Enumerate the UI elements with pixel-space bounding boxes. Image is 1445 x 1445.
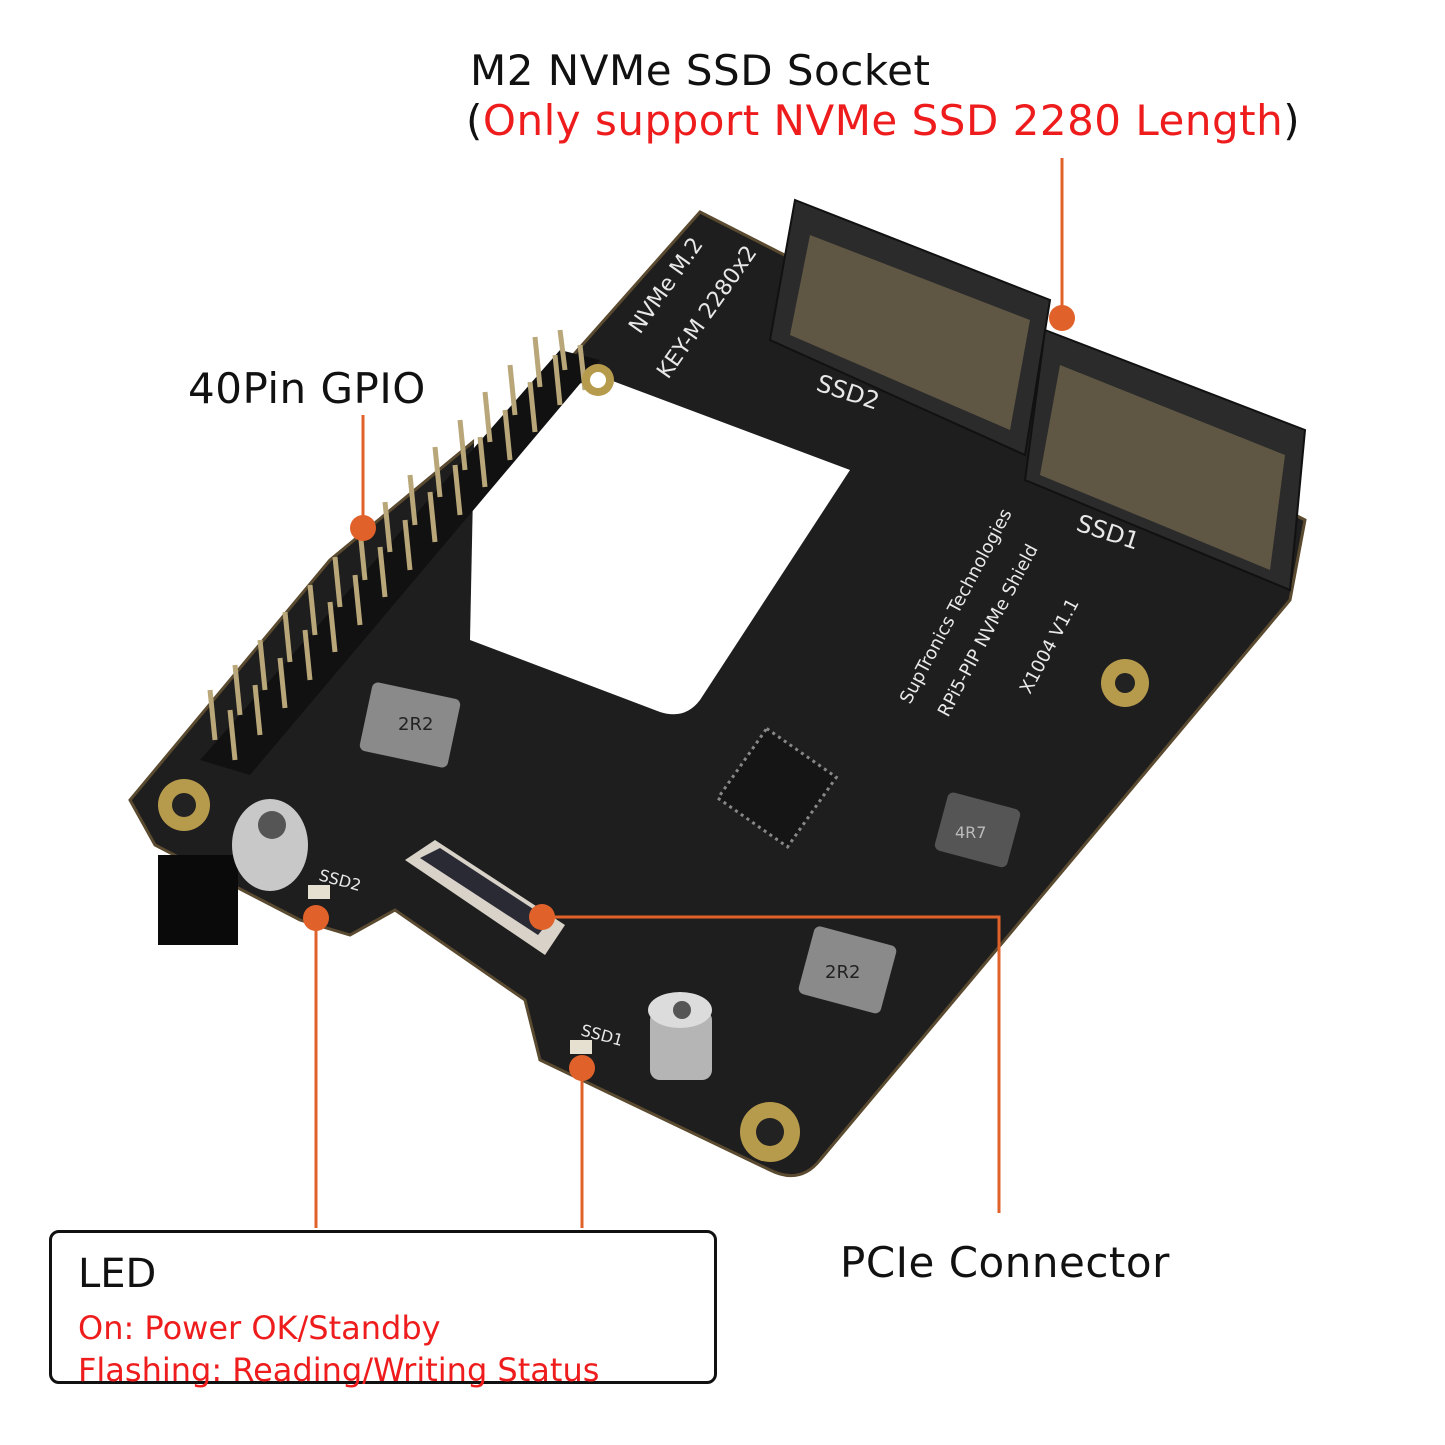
led-title: LED bbox=[78, 1251, 157, 1297]
led-flashing-status: Flashing: Reading/Writing Status bbox=[78, 1351, 600, 1389]
inductor-2r2-a: 2R2 bbox=[359, 682, 461, 768]
pcie-callout-label: PCIe Connector bbox=[840, 1238, 1170, 1287]
led-info-box: LED On: Power OK/Standby Flashing: Readi… bbox=[49, 1230, 717, 1389]
pcie-ffc-connector bbox=[405, 840, 565, 955]
callout-dot-ssd-socket bbox=[1049, 305, 1075, 331]
pcb-cutout bbox=[470, 380, 850, 715]
callout-dot-led-ssd1 bbox=[569, 1055, 595, 1081]
callout-dot-pcie bbox=[529, 904, 555, 930]
led-ssd2 bbox=[308, 885, 330, 899]
pcie-switch-chip bbox=[715, 726, 839, 849]
svg-text:4R7: 4R7 bbox=[955, 823, 986, 842]
ssd2-m2-socket bbox=[768, 198, 1052, 457]
standoffs bbox=[232, 799, 712, 1080]
note-paren-open: ( bbox=[466, 96, 483, 145]
gpio-callout-label: 40Pin GPIO bbox=[188, 364, 426, 413]
gpio-header bbox=[200, 329, 600, 775]
inductor-2r2-b: 2R2 bbox=[798, 926, 897, 1014]
svg-text:2R2: 2R2 bbox=[398, 714, 433, 735]
led-ssd1 bbox=[570, 1040, 592, 1054]
ssd-socket-note: (Only support NVMe SSD 2280 Length) bbox=[466, 96, 1300, 145]
note-paren-close: ) bbox=[1283, 96, 1301, 145]
ssd-socket-title: M2 NVMe SSD Socket bbox=[470, 46, 931, 95]
mounting-holes bbox=[158, 364, 1149, 1162]
svg-text:2R2: 2R2 bbox=[825, 962, 860, 983]
standoff-leg bbox=[158, 855, 238, 945]
callout-dot-led-ssd2 bbox=[303, 905, 329, 931]
pcb-outline bbox=[128, 210, 1307, 1178]
callout-lines bbox=[314, 158, 1064, 1228]
ssd-length-warning: Only support NVMe SSD 2280 Length bbox=[482, 96, 1284, 145]
inductor-4r7: 4R7 bbox=[934, 792, 1021, 868]
led-on-status: On: Power OK/Standby bbox=[78, 1309, 441, 1347]
callout-dot-gpio bbox=[350, 515, 376, 541]
ssd1-m2-socket bbox=[1023, 328, 1307, 592]
callout-dots bbox=[303, 305, 1075, 1081]
